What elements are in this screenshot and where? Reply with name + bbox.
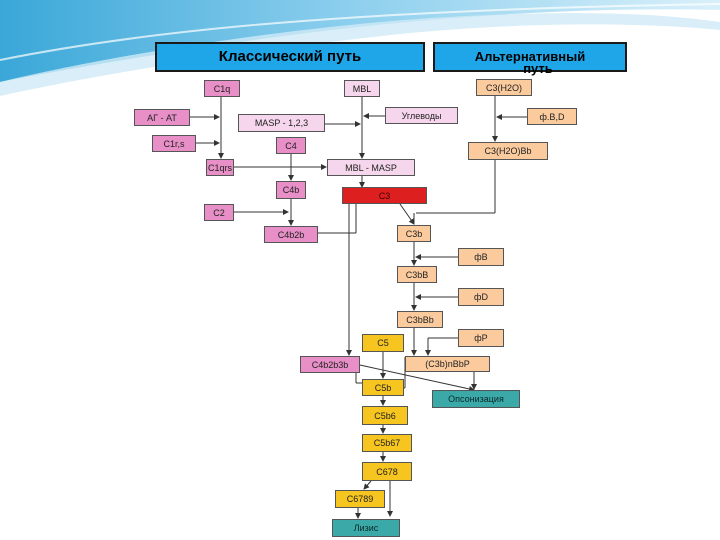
node-c4b: C4b: [276, 181, 306, 199]
node-c3bb-label: C3bB: [405, 269, 429, 280]
node-c3-label: C3: [378, 190, 391, 201]
node-mbl-label: MBL: [352, 83, 372, 94]
node-fp: фP: [458, 329, 504, 347]
node-c2-label: C2: [213, 207, 225, 218]
node-c3: C3: [342, 187, 427, 204]
node-c5b67-label: C5b67: [373, 438, 401, 448]
node-c678: C678: [362, 462, 412, 481]
node-c4: C4: [276, 137, 306, 154]
node-c5b-label: C5b: [374, 382, 392, 393]
node-c3b-label: C3b: [405, 228, 423, 239]
node-c5b67: C5b67: [362, 434, 412, 452]
node-c3bbb-label: C3bBb: [406, 314, 434, 325]
node-carbohydrates-label: Углеводы: [401, 110, 442, 121]
node-c1qrs-label: C1qrs: [207, 162, 232, 173]
node-c3bb: C3bB: [397, 266, 437, 283]
node-c2: C2: [204, 204, 234, 221]
classical-pathway-title: Классический путь: [218, 48, 362, 65]
node-lysis-label: Лизис: [353, 523, 379, 533]
node-mbl-masp: MBL - MASP: [327, 159, 415, 176]
node-c5b: C5b: [362, 379, 404, 396]
node-lysis: Лизис: [332, 519, 400, 537]
node-c1qrs: C1qrs: [206, 159, 234, 176]
node-opsonization: Опсонизация: [432, 390, 520, 408]
node-c4b2b3b-label: C4b2b3b: [311, 359, 349, 370]
node-c678-label: C678: [376, 466, 398, 477]
node-ag-at-label: АГ - АТ: [147, 112, 177, 123]
node-c3bnbbp: (C3b)nBbP: [405, 356, 490, 372]
node-fp-label: фP: [474, 333, 488, 343]
alternative-pathway-title-line1: Альтернативный: [474, 49, 586, 64]
node-c6789: C6789: [335, 490, 385, 508]
node-c1rs-label: C1r,s: [163, 138, 185, 149]
node-c3h2obb: C3(H2O)Bb: [468, 142, 548, 160]
node-c5: C5: [362, 334, 404, 352]
node-c3h2o: C3(H2O): [476, 79, 532, 96]
node-c1q: C1q: [204, 80, 240, 97]
node-mbl: MBL: [344, 80, 380, 97]
node-fd: фD: [458, 288, 504, 306]
node-c4-label: C4: [285, 140, 297, 151]
node-c3bnbbp-label: (C3b)nBbP: [425, 359, 470, 369]
node-c1q-label: C1q: [213, 83, 231, 94]
node-fbd-label: ф.B,D: [539, 111, 565, 122]
node-fb-label: фB: [474, 252, 488, 262]
node-opsonization-label: Опсонизация: [448, 394, 504, 404]
node-c4b-label: C4b: [282, 185, 300, 195]
node-c3h2obb-label: C3(H2O)Bb: [484, 146, 532, 156]
node-c4b2b3b: C4b2b3b: [300, 356, 360, 373]
node-carbohydrates: Углеводы: [385, 107, 458, 124]
classical-pathway-header: Классический путь: [155, 42, 425, 72]
node-c3b: C3b: [397, 225, 431, 242]
node-c5b6-label: C5b6: [374, 410, 396, 421]
node-mbl-masp-label: MBL - MASP: [345, 162, 397, 173]
node-c1rs: C1r,s: [152, 135, 196, 152]
node-fb: фB: [458, 248, 504, 266]
alternative-pathway-title-line2: путь: [523, 61, 553, 76]
node-c4b2b-label: C4b2b: [277, 229, 305, 240]
node-masp-label: MASP - 1,2,3: [254, 118, 309, 128]
node-c4b2b: C4b2b: [264, 226, 318, 243]
node-c3h2o-label: C3(H2O): [485, 82, 522, 93]
node-fbd: ф.B,D: [527, 108, 577, 125]
node-c5-label: C5: [377, 338, 389, 348]
node-masp: MASP - 1,2,3: [238, 114, 325, 132]
node-c3bbb: C3bBb: [397, 311, 443, 328]
node-ag-at: АГ - АТ: [134, 109, 190, 126]
node-c5b6: C5b6: [362, 406, 408, 425]
alternative-pathway-header: Альтернативный путь: [433, 42, 627, 76]
node-fd-label: фD: [474, 292, 488, 302]
node-c6789-label: C6789: [346, 494, 374, 504]
